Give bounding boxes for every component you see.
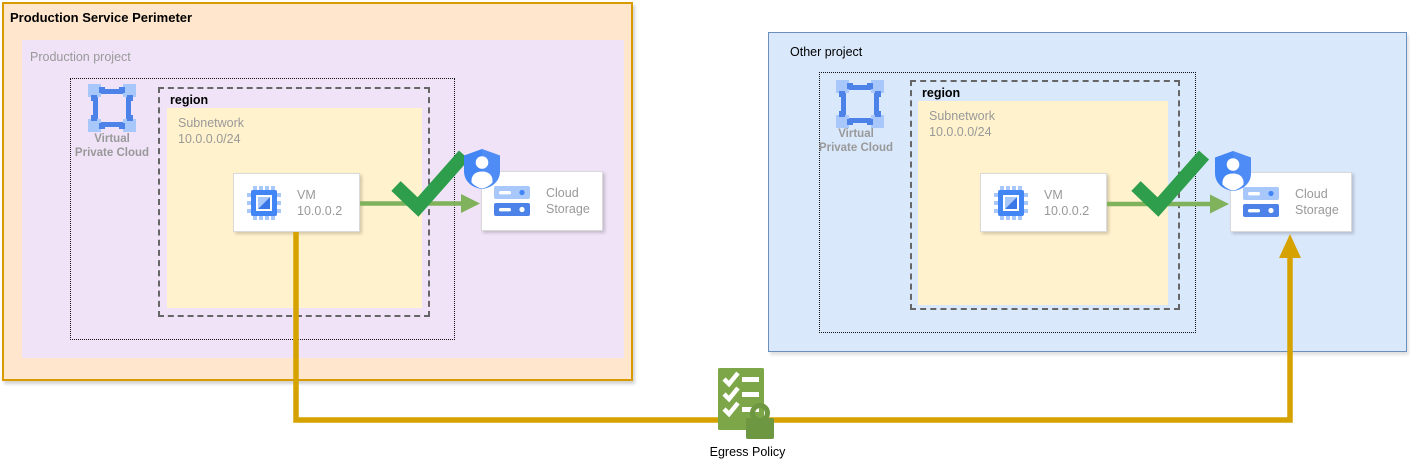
subnetwork-label: Subnetwork 10.0.0.0/24 [929,109,996,139]
vm-icon [994,185,1028,220]
vpc-icon [836,80,884,128]
vm-label: VM 10.0.0.2 [1044,187,1090,218]
vm-label: VM 10.0.0.2 [297,187,343,218]
vpc-label: Virtual Private Cloud [74,133,150,159]
vpc-label: Virtual Private Cloud [818,128,894,154]
storage-label: Cloud Storage [546,186,590,216]
perimeter-title: Production Service Perimeter [10,10,193,25]
storage-icon [494,185,530,216]
egress-policy-icon [718,368,774,439]
storage-icon [1243,186,1279,217]
egress-policy-label: Egress Policy [709,445,786,459]
production-project-label: Production project [30,50,131,64]
vm-icon [247,185,281,220]
other-project-label: Other project [790,45,863,59]
region-label: region [922,86,961,100]
region-label: region [170,93,209,107]
cloud-storage-node-left: Cloud Storage [481,171,603,231]
storage-label: Cloud Storage [1295,187,1339,217]
vm-node-left: VM 10.0.0.2 [233,173,360,232]
vpc-icon [88,84,136,132]
subnetwork-label: Subnetwork 10.0.0.0/24 [178,116,245,146]
vm-node-right: VM 10.0.0.2 [980,173,1107,232]
cloud-storage-node-right: Cloud Storage [1230,172,1352,232]
